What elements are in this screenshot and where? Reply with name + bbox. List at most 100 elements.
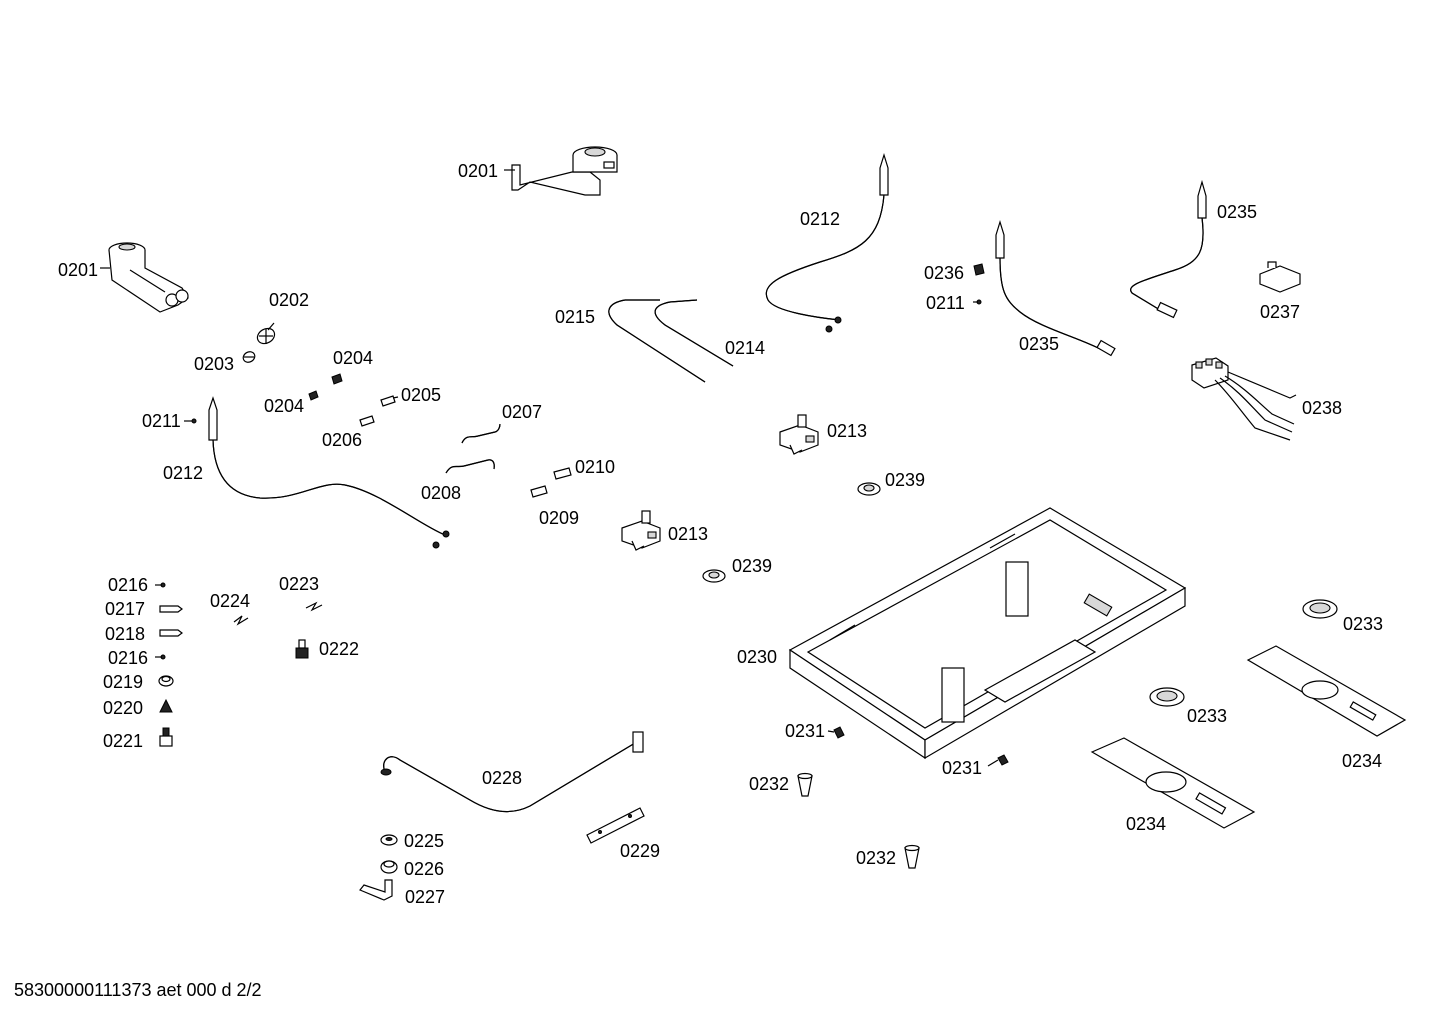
label-0225: 0225 <box>404 831 444 851</box>
valve-0213-top <box>779 414 819 455</box>
label-0216-b: 0216 <box>108 648 148 668</box>
label-0222: 0222 <box>319 639 359 659</box>
label-0213-mid: 0213 <box>668 524 708 544</box>
label-0214: 0214 <box>725 338 765 358</box>
label-0230: 0230 <box>737 647 777 667</box>
gasket-0233-a <box>1302 599 1338 619</box>
burner-part-top <box>511 146 618 196</box>
thermocouple-0235-b <box>1130 179 1207 319</box>
position-labels: 0201 0201 0202 0203 0204 0204 0205 0206 … <box>58 161 1383 907</box>
jet-0210 <box>553 467 572 480</box>
foot-0232-b <box>904 844 920 869</box>
label-0232-a: 0232 <box>749 774 789 794</box>
label-0219: 0219 <box>103 672 143 692</box>
label-0229: 0229 <box>620 841 660 861</box>
document-id: 58300000111373 aet 000 d 2/2 <box>14 980 262 1000</box>
base-tray-0230 <box>788 507 1187 760</box>
connector-0238 <box>1191 357 1297 441</box>
clip-0211-left <box>191 418 197 424</box>
label-0212-top: 0212 <box>800 209 840 229</box>
label-0226: 0226 <box>404 859 444 879</box>
label-0239-top: 0239 <box>885 470 925 490</box>
cone-0220 <box>159 698 173 713</box>
gas-tube-0215 <box>608 299 706 383</box>
valve-0213-mid <box>621 510 661 551</box>
label-0218: 0218 <box>105 624 145 644</box>
label-0201-left: 0201 <box>58 260 98 280</box>
spring-0217 <box>159 605 183 613</box>
thermocouple-0235-a <box>995 219 1116 357</box>
clip-0231-a <box>833 726 845 739</box>
label-0210: 0210 <box>575 457 615 477</box>
label-0205: 0205 <box>401 385 441 405</box>
main-gas-tube-0228 <box>380 731 644 813</box>
elbow-0227 <box>359 879 393 901</box>
label-0237: 0237 <box>1260 302 1300 322</box>
jet-0205 <box>380 395 399 407</box>
label-0221: 0221 <box>103 731 143 751</box>
label-0224: 0224 <box>210 591 250 611</box>
label-0217: 0217 <box>105 599 145 619</box>
label-0213-top: 0213 <box>827 421 867 441</box>
label-0212-left: 0212 <box>163 463 203 483</box>
gasket-0233-b <box>1149 687 1185 707</box>
grommet-0239-mid <box>702 569 726 583</box>
cap-0236 <box>973 263 985 276</box>
label-0235-mid: 0235 <box>1019 334 1059 354</box>
knob-0222 <box>295 639 309 659</box>
label-0209: 0209 <box>539 508 579 528</box>
label-0232-b: 0232 <box>856 848 896 868</box>
gas-tube-0214 <box>654 299 734 367</box>
clip-0231-b <box>997 754 1009 766</box>
jet-0206 <box>359 415 375 427</box>
label-0204-b: 0204 <box>264 396 304 416</box>
label-0206: 0206 <box>322 430 362 450</box>
foot-0232-a <box>797 772 813 797</box>
bracket-0229 <box>586 807 645 844</box>
label-0233-a: 0233 <box>1343 614 1383 634</box>
label-0220: 0220 <box>103 698 143 718</box>
label-0204-a: 0204 <box>333 348 373 368</box>
label-0211-right: 0211 <box>926 293 965 313</box>
knob-0221 <box>159 727 173 747</box>
label-0227: 0227 <box>405 887 445 907</box>
flame-cap-0203 <box>242 351 256 363</box>
jet-0209 <box>530 485 548 498</box>
label-0231-b: 0231 <box>942 758 982 778</box>
label-0208: 0208 <box>421 483 461 503</box>
label-0207: 0207 <box>502 402 542 422</box>
label-0228: 0228 <box>482 768 522 788</box>
label-0239-mid: 0239 <box>732 556 772 576</box>
plate-0234-b <box>1090 737 1256 829</box>
washer-0225 <box>380 834 398 846</box>
ring-0219 <box>158 675 174 687</box>
thermocouple-0212-left <box>208 396 450 549</box>
thermocouple-0212-top <box>765 152 889 333</box>
nut-0226 <box>380 860 398 874</box>
label-0231-a: 0231 <box>785 721 825 741</box>
nozzle-0204 <box>308 373 343 401</box>
spring-0223 <box>305 601 323 612</box>
label-0234-a: 0234 <box>1342 751 1382 771</box>
label-0201-top: 0201 <box>458 161 498 181</box>
ignition-module-0237 <box>1259 261 1301 293</box>
label-0216-a: 0216 <box>108 575 148 595</box>
label-0211-left: 0211 <box>142 411 181 431</box>
burner-part-left <box>108 242 189 313</box>
gas-tube-0208 <box>445 459 495 474</box>
label-0238: 0238 <box>1302 398 1342 418</box>
label-0202: 0202 <box>269 290 309 310</box>
label-0236: 0236 <box>924 263 964 283</box>
label-0223: 0223 <box>279 574 319 594</box>
flame-cap-0202 <box>256 322 276 345</box>
spring-0218 <box>159 629 183 637</box>
leader-lines <box>100 169 999 767</box>
label-0234-b: 0234 <box>1126 814 1166 834</box>
grommet-0239-top <box>857 482 881 496</box>
gas-tube-0207 <box>461 423 501 444</box>
label-0233-b: 0233 <box>1187 706 1227 726</box>
plate-0234-a <box>1246 645 1407 737</box>
label-0215: 0215 <box>555 307 595 327</box>
spring-0224 <box>233 615 249 626</box>
